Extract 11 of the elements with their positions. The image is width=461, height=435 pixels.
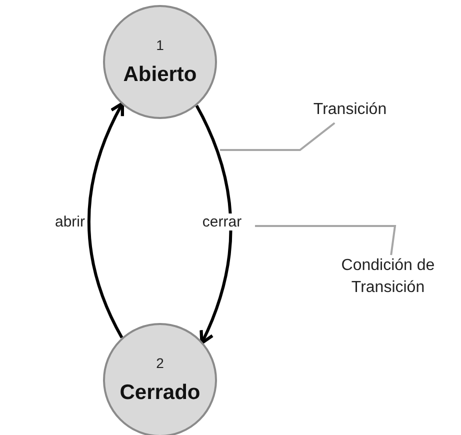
annotation-label: Condición de Transición [318, 255, 458, 301]
edge-label: cerrar [200, 214, 244, 230]
leader-line [220, 122, 336, 151]
state-name: Cerrado [120, 381, 200, 405]
leader-line [255, 225, 396, 256]
arrow [87, 102, 124, 338]
annotation-label: Transición [295, 99, 405, 123]
arrow [195, 104, 232, 345]
state-number: 1 [156, 37, 164, 53]
state-name: Abierto [123, 63, 197, 87]
state-number: 2 [156, 355, 164, 371]
